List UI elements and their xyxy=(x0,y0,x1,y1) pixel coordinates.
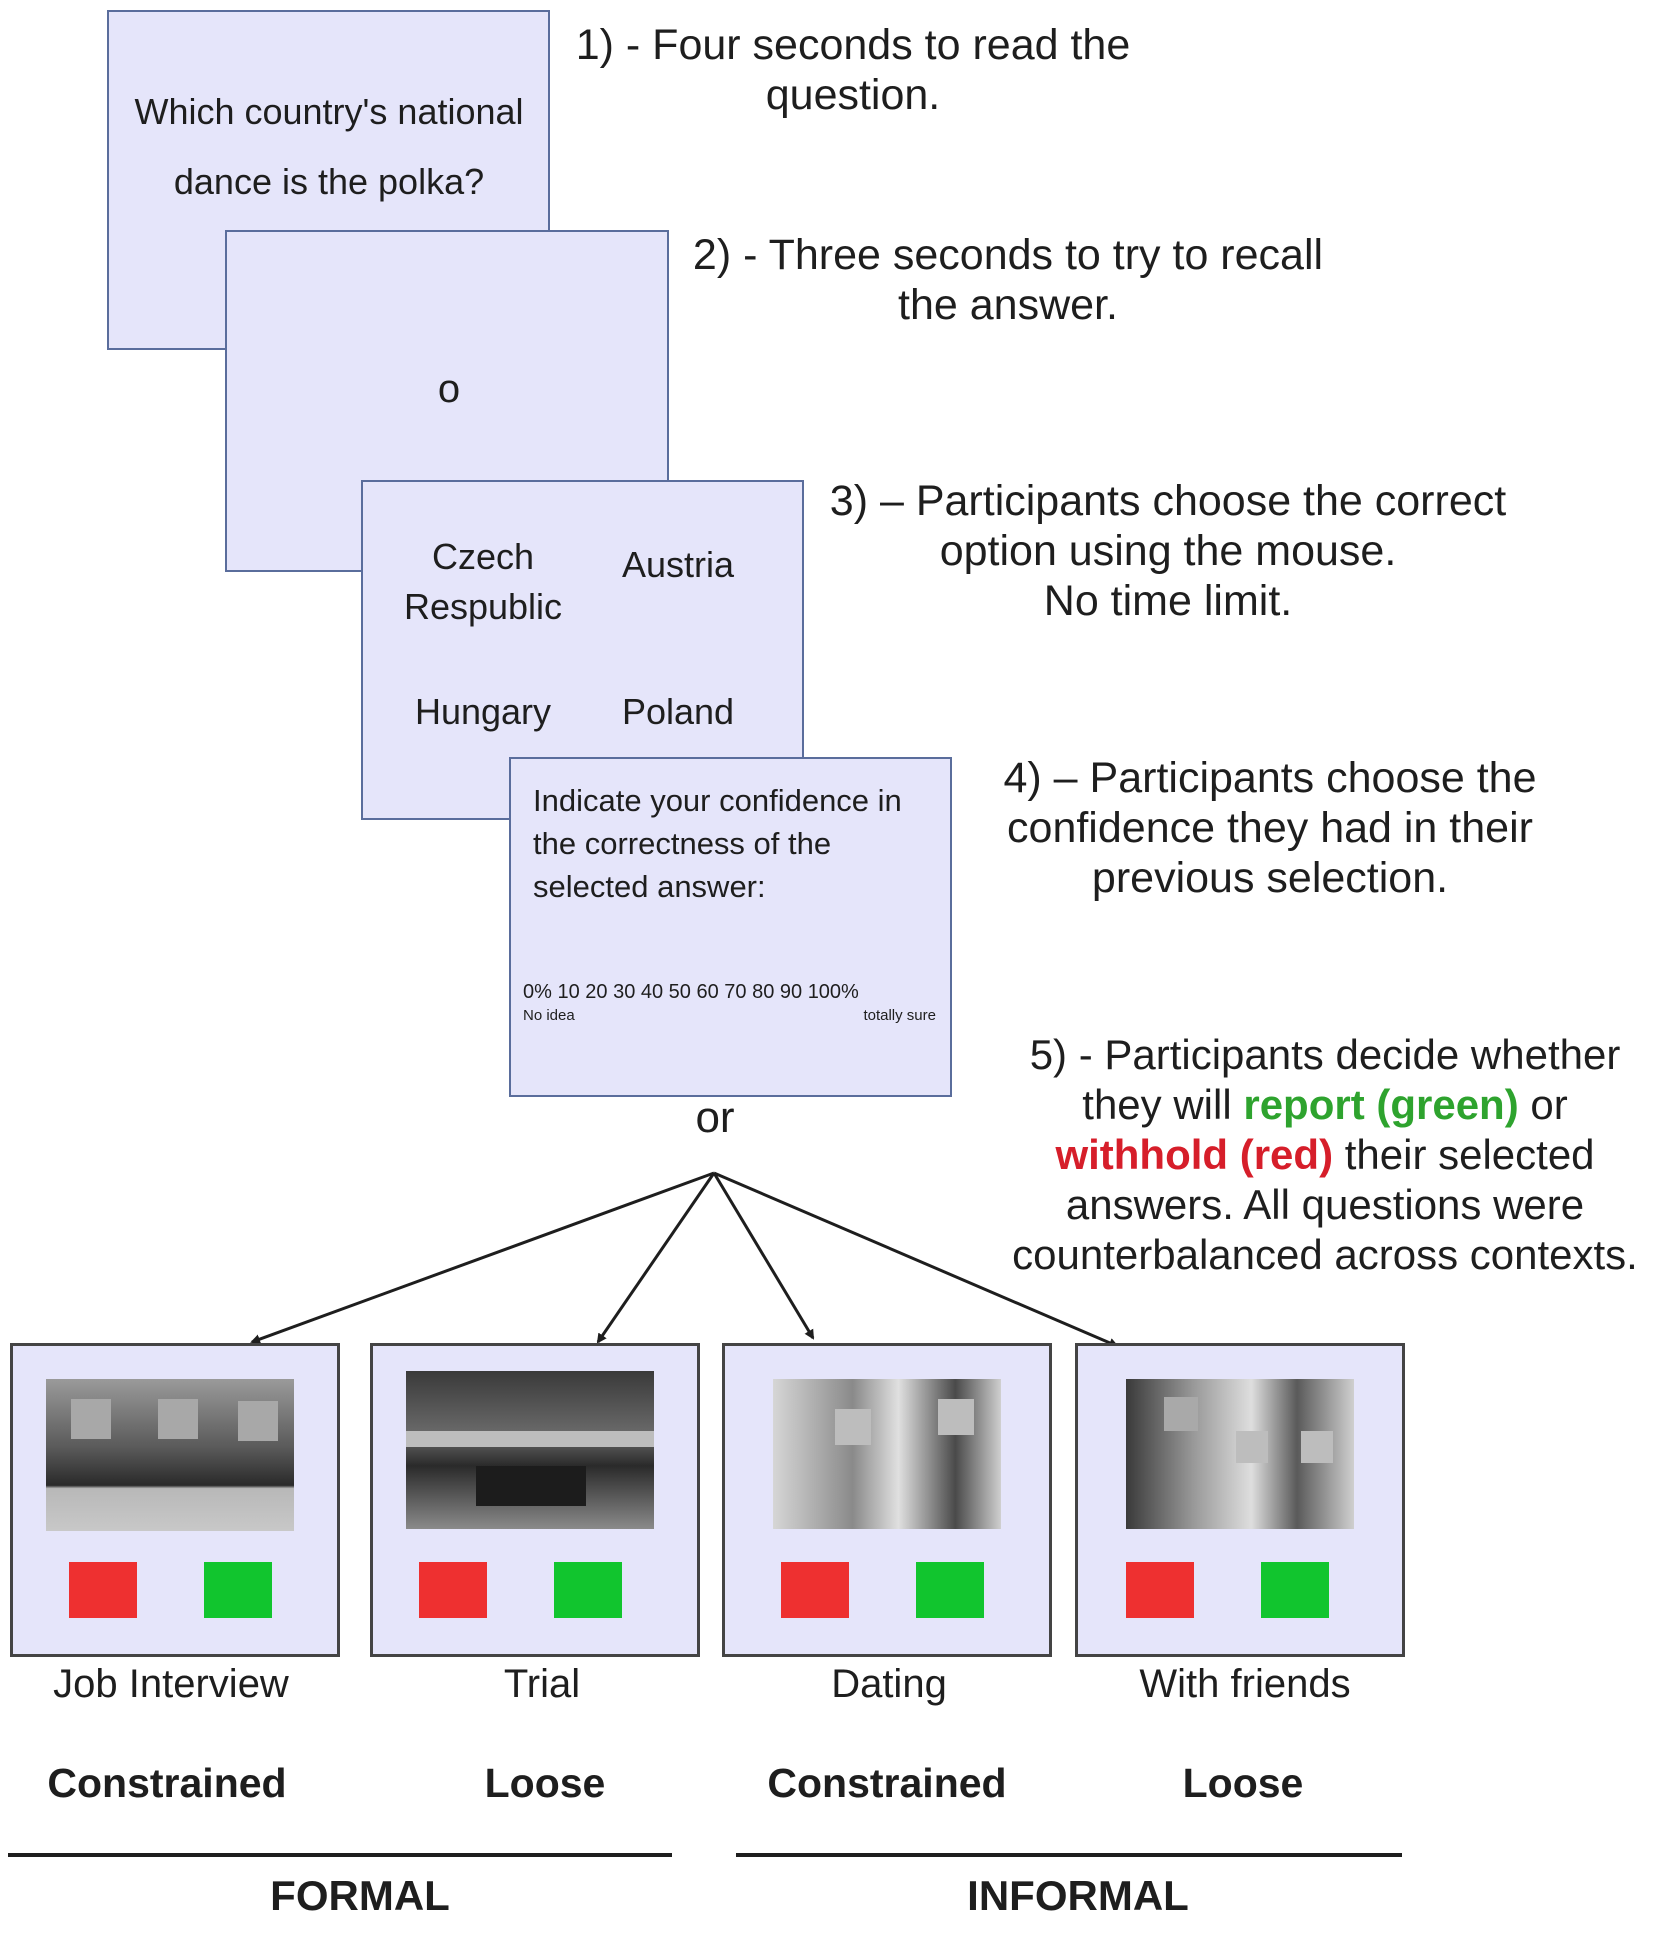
step5-line1: 5) - Participants decide whether xyxy=(1029,1031,1621,1078)
arrow-to-dating xyxy=(712,1172,815,1340)
withhold-button[interactable] xyxy=(1126,1562,1194,1618)
step5-line2-pre: they will xyxy=(1082,1081,1244,1128)
step5-line2: they will report (green) or xyxy=(998,1080,1652,1130)
step5-line2-post: or xyxy=(1518,1081,1568,1128)
context-label-trial: Trial xyxy=(503,1662,581,1706)
step5-line3-post: their selected xyxy=(1333,1131,1595,1178)
context-box-dating xyxy=(722,1343,1052,1657)
arrow-to-job-interview xyxy=(250,1171,715,1344)
arrow-to-trial xyxy=(596,1172,716,1344)
norm-label-job-interview: Constrained xyxy=(47,1760,287,1806)
job-interview-photo xyxy=(46,1379,294,1531)
formal-rule xyxy=(8,1853,672,1857)
norm-label-trial: Loose xyxy=(484,1760,606,1806)
step5-line4: answers. All questions were xyxy=(1065,1181,1585,1228)
withhold-button[interactable] xyxy=(781,1562,849,1618)
question-text-line1: Which country's national xyxy=(134,91,524,132)
context-box-job-interview xyxy=(10,1343,340,1657)
confidence-prompt-line3: selected answer: xyxy=(533,869,766,904)
step5-line5: counterbalanced across contexts. xyxy=(1012,1231,1638,1278)
context-label-dating: Dating xyxy=(831,1662,947,1706)
informal-rule xyxy=(736,1853,1402,1857)
withhold-button[interactable] xyxy=(69,1562,137,1618)
or-label: or xyxy=(695,1093,735,1142)
dating-photo xyxy=(773,1379,1001,1529)
withhold-button[interactable] xyxy=(419,1562,487,1618)
confidence-prompt-line1: Indicate your confidence in xyxy=(533,783,902,818)
step5-withhold-label: withhold (red) xyxy=(1055,1131,1334,1178)
option-czech-line1: Czech xyxy=(431,536,535,577)
report-button[interactable] xyxy=(554,1562,622,1618)
step3-line3: No time limit. xyxy=(1043,577,1293,625)
norm-label-with-friends: Loose xyxy=(1182,1760,1304,1806)
option-czech-line2: Respublic xyxy=(403,586,563,627)
step4-line2: confidence they had in their xyxy=(1007,804,1533,852)
fixation-symbol: o xyxy=(437,367,461,411)
question-text-line2: dance is the polka? xyxy=(173,161,485,202)
step1-line1: 1) - Four seconds to read the xyxy=(575,21,1131,69)
step2-line2: the answer. xyxy=(898,281,1118,329)
trial-photo xyxy=(406,1371,654,1529)
report-button[interactable] xyxy=(204,1562,272,1618)
confidence-prompt-line2: the correctness of the xyxy=(533,826,832,861)
with-friends-photo xyxy=(1126,1379,1354,1529)
step2-line1: 2) - Three seconds to try to recall xyxy=(692,231,1324,279)
step3-line2: option using the mouse. xyxy=(939,527,1397,575)
group-label-informal: INFORMAL xyxy=(967,1872,1189,1919)
confidence-scale-max-label: totally sure xyxy=(863,1007,936,1024)
report-button[interactable] xyxy=(916,1562,984,1618)
step5-report-label: report (green) xyxy=(1243,1081,1519,1128)
step4-line1: 4) – Participants choose the xyxy=(1003,754,1537,802)
report-button[interactable] xyxy=(1261,1562,1329,1618)
confidence-scale-ticks: 0% 10 20 30 40 50 60 70 80 90 100% xyxy=(523,981,859,1003)
confidence-screen: Indicate your confidence in the correctn… xyxy=(509,757,952,1097)
norm-label-dating: Constrained xyxy=(767,1760,1007,1806)
step3-line1: 3) – Participants choose the correct xyxy=(829,477,1507,525)
step5-line3: withhold (red) their selected xyxy=(998,1130,1652,1180)
arrow-to-with-friends xyxy=(713,1171,1119,1348)
option-austria: Austria xyxy=(621,544,735,585)
context-box-with-friends xyxy=(1075,1343,1405,1657)
confidence-scale-min-label: No idea xyxy=(523,1007,575,1024)
step1-line2: question. xyxy=(765,71,941,119)
group-label-formal: FORMAL xyxy=(270,1872,450,1919)
option-poland: Poland xyxy=(621,691,735,732)
step4-line3: previous selection. xyxy=(1091,854,1449,902)
context-label-with-friends: With friends xyxy=(1139,1662,1351,1706)
option-hungary: Hungary xyxy=(414,691,552,732)
context-box-trial xyxy=(370,1343,700,1657)
context-label-job-interview: Job Interview xyxy=(53,1662,289,1706)
